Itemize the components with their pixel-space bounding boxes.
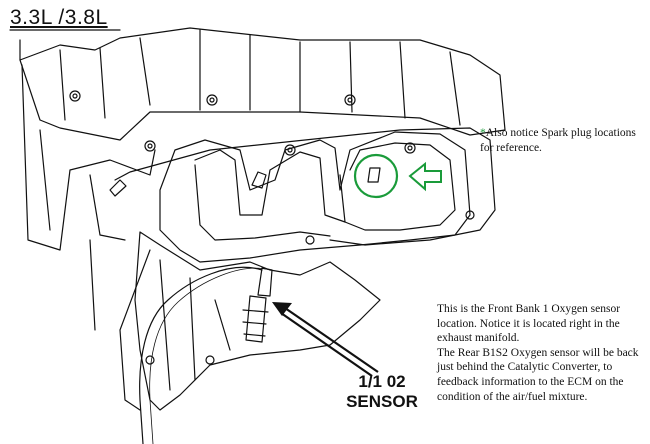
oxygen-sensor xyxy=(242,267,273,343)
sensor-label-line1: 1/1 02 xyxy=(358,372,406,391)
highlight-arrow xyxy=(408,161,442,192)
spark-plugs xyxy=(109,167,381,197)
sensor-label-line2: SENSOR xyxy=(346,392,418,411)
description-front-sensor: This is the Front Bank 1 Oxygen sensor l… xyxy=(437,303,621,345)
sensor-leader-arrow xyxy=(272,302,379,377)
description-rear-sensor: The Rear B1S2 Oxygen sensor will be back… xyxy=(437,346,639,403)
note-text: Also notice Spark plug locations for ref… xyxy=(480,127,636,154)
engine-title: 3.3L /3.8L xyxy=(10,6,108,29)
engine-block-lower xyxy=(21,64,156,251)
sensor-wire xyxy=(139,266,263,444)
highlight-circle xyxy=(353,153,399,199)
engine-block-ribs xyxy=(59,29,461,126)
cylinder-head xyxy=(114,127,496,246)
manifold-downpipe xyxy=(134,231,381,411)
spark-plug-note: *Also notice Spark plug locations for re… xyxy=(480,126,640,156)
sensor-description: This is the Front Bank 1 Oxygen sensor l… xyxy=(437,302,650,404)
exhaust-manifold xyxy=(159,131,471,263)
engine-block-outline xyxy=(19,27,506,141)
sensor-callout-label: 1/1 02 SENSOR xyxy=(337,372,427,412)
note-asterisk: * xyxy=(480,127,486,139)
head-bolts xyxy=(69,90,475,365)
